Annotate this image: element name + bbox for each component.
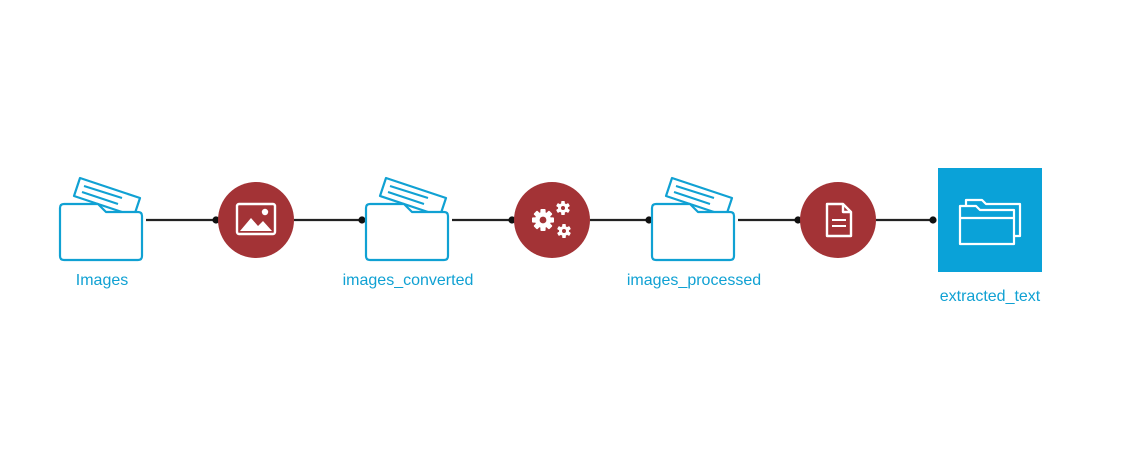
recipe-node-convert[interactable] [218,182,294,258]
dataset-node-images[interactable]: Images [58,176,144,289]
dataset-label: images_processed [627,272,761,289]
dataset-label: extracted_text [940,288,1041,305]
edge-port [929,216,937,224]
edge-port [508,216,516,224]
folder-icon [650,176,736,262]
edge-port [212,216,220,224]
dataset-label: Images [76,272,128,289]
image-icon [235,202,277,236]
edge-port [645,216,653,224]
edges [146,216,937,224]
dataset-label: images_converted [343,272,474,289]
dataset-node-extracted-text[interactable]: extracted_text [938,168,1042,305]
folder-icon [364,176,450,262]
document-icon [825,202,853,238]
edge-port [358,216,366,224]
dataset-node-images-converted[interactable]: images_converted [343,176,474,289]
gears-icon [532,201,571,238]
dataset-node-images-processed[interactable]: images_processed [627,176,761,289]
folder-icon [958,198,1022,246]
folder-icon [58,176,144,262]
edge-port [794,216,802,224]
recipe-node-process[interactable] [514,182,590,258]
recipe-circle [218,182,294,258]
recipe-node-extract[interactable] [800,182,876,258]
